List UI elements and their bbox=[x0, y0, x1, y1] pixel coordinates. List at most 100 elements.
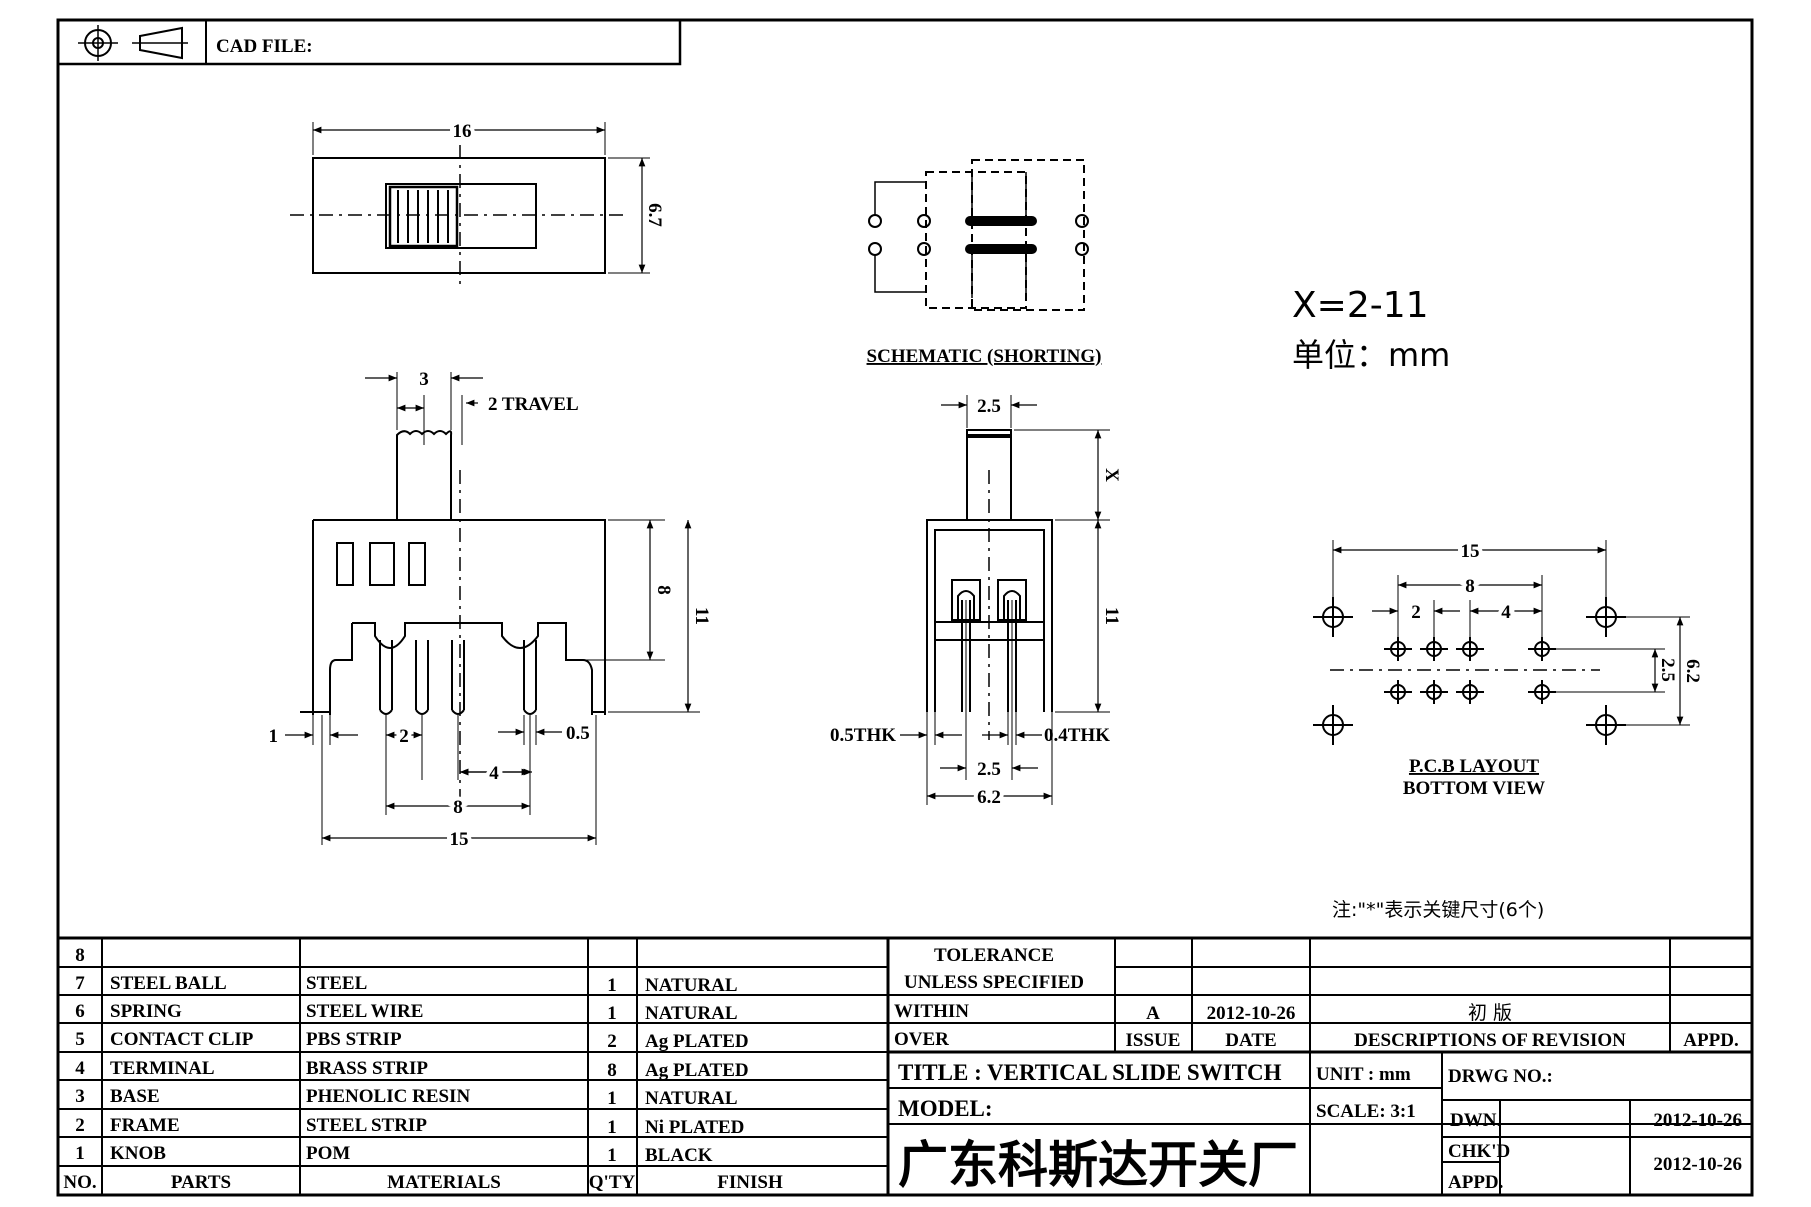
revision-desc: 初 版 bbox=[1468, 1002, 1512, 1024]
bom-row: 3 BASE PHENOLIC RESIN 1 NATURAL bbox=[75, 1086, 737, 1109]
bom-part: TERMINAL bbox=[110, 1058, 215, 1079]
revision-date-label: DATE bbox=[1225, 1030, 1276, 1051]
bom-qty: 1 bbox=[607, 1088, 617, 1109]
dwn-label: DWN. bbox=[1450, 1110, 1501, 1131]
bom-qty: 8 bbox=[607, 1060, 617, 1081]
bom-qty: 1 bbox=[607, 1003, 617, 1024]
bom-header-row: NO. PARTS MATERIALS Q'TY FINISH bbox=[63, 1172, 783, 1193]
bom-material: STEEL WIRE bbox=[306, 1001, 423, 1022]
schematic-diagram bbox=[868, 159, 1089, 311]
bom-row: 5 CONTACT CLIP PBS STRIP 2 Ag PLATED bbox=[75, 1029, 748, 1052]
appd-label: APPD. bbox=[1448, 1172, 1503, 1193]
company-name: 广东科斯达开关厂 bbox=[898, 1136, 1298, 1194]
bom-header-finish: FINISH bbox=[717, 1172, 783, 1193]
pcb-caption-1: P.C.B LAYOUT bbox=[1409, 756, 1539, 777]
revision-desc-label: DESCRIPTIONS OF REVISION bbox=[1354, 1030, 1626, 1051]
variant-formula: X=2-11 bbox=[1292, 285, 1429, 326]
right-thk-dim: 0.4THK bbox=[1044, 725, 1110, 746]
third-angle-projection-icon bbox=[78, 25, 188, 61]
chkd-date: 2012-10-26 bbox=[1653, 1154, 1742, 1175]
bom-material: BRASS STRIP bbox=[306, 1058, 428, 1079]
drwg-no-label: DRWG NO.: bbox=[1448, 1066, 1553, 1087]
bom-finish: Ni PLATED bbox=[645, 1117, 744, 1138]
bom-qty: 1 bbox=[607, 975, 617, 996]
pitch-4-dim: 4 bbox=[489, 763, 499, 784]
revision-date: 2012-10-26 bbox=[1207, 1003, 1296, 1024]
bom-finish: BLACK bbox=[645, 1145, 713, 1166]
side-height-dim: 11 bbox=[1101, 607, 1122, 625]
bom-part: FRAME bbox=[110, 1115, 180, 1136]
bom-header-material: MATERIALS bbox=[387, 1172, 501, 1193]
bom-qty: 1 bbox=[607, 1117, 617, 1138]
bom-no: 6 bbox=[75, 1001, 85, 1022]
bom-part: STEEL BALL bbox=[110, 973, 227, 994]
side-view bbox=[900, 395, 1110, 805]
tolerance-line-1: TOLERANCE bbox=[934, 945, 1054, 966]
variant-unit: 单位：mm bbox=[1292, 336, 1450, 374]
top-height-dim: 6.7 bbox=[644, 203, 665, 227]
bom-row: 4 TERMINAL BRASS STRIP 8 Ag PLATED bbox=[75, 1058, 748, 1081]
tolerance-over: OVER bbox=[894, 1029, 949, 1050]
bom-finish: NATURAL bbox=[645, 1088, 738, 1109]
pcb-row-pitch-dim: 2.5 bbox=[1657, 658, 1678, 682]
front-view bbox=[285, 372, 700, 845]
bom-qty: 1 bbox=[607, 1145, 617, 1166]
bom-table: 8 7 STEEL BALL STEEL 1 NATURAL 6 SPRING … bbox=[63, 945, 783, 1193]
scale-label: SCALE: 3:1 bbox=[1316, 1101, 1416, 1122]
bom-row: 2 FRAME STEEL STRIP 1 Ni PLATED bbox=[75, 1115, 744, 1138]
bom-material: PHENOLIC RESIN bbox=[306, 1086, 470, 1107]
pin-width-dim: 1 bbox=[269, 726, 279, 747]
pcb-pitch-4-dim: 4 bbox=[1501, 602, 1511, 623]
bom-qty: 2 bbox=[607, 1031, 617, 1052]
bom-material: STEEL STRIP bbox=[306, 1115, 427, 1136]
span-15-dim: 15 bbox=[450, 829, 469, 850]
bom-header-part: PARTS bbox=[171, 1172, 231, 1193]
span-8-dim: 8 bbox=[453, 797, 463, 818]
tolerance-within: WITHIN bbox=[894, 1001, 969, 1022]
title-block-grid bbox=[58, 936, 1752, 1195]
pin-thk-dim: 0.5 bbox=[566, 723, 590, 744]
revision-appd-label: APPD. bbox=[1683, 1030, 1738, 1051]
body-height-dim: 8 bbox=[653, 585, 674, 595]
drawing-title: TITLE : VERTICAL SLIDE SWITCH bbox=[898, 1060, 1282, 1085]
revision-issue: A bbox=[1146, 1003, 1160, 1024]
pcb-pitch-2-dim: 2 bbox=[1411, 602, 1421, 623]
bom-finish: Ag PLATED bbox=[645, 1031, 749, 1052]
bom-part: BASE bbox=[110, 1086, 160, 1107]
bom-no: 7 bbox=[75, 973, 85, 994]
bom-material: STEEL bbox=[306, 973, 367, 994]
bom-header-no: NO. bbox=[63, 1172, 96, 1193]
unit-label: UNIT : mm bbox=[1316, 1064, 1411, 1085]
side-top-width-dim: 2.5 bbox=[977, 396, 1001, 417]
bom-row: 7 STEEL BALL STEEL 1 NATURAL bbox=[75, 973, 737, 996]
pcb-span-8-dim: 8 bbox=[1465, 576, 1475, 597]
pcb-span-15-dim: 15 bbox=[1461, 541, 1480, 562]
bom-no: 8 bbox=[75, 945, 85, 966]
bom-no: 3 bbox=[75, 1086, 85, 1107]
top-view bbox=[290, 122, 650, 285]
bom-no: 1 bbox=[75, 1143, 85, 1164]
knob-height-dim: X bbox=[1101, 468, 1122, 482]
bom-no: 2 bbox=[75, 1115, 85, 1136]
bom-no: 5 bbox=[75, 1029, 85, 1050]
knob-width-dim: 3 bbox=[419, 369, 429, 390]
footnote: 注:"*"表示关键尺寸(6个) bbox=[1332, 899, 1544, 921]
header-box: CAD FILE: bbox=[56, 18, 682, 66]
bom-material: PBS STRIP bbox=[306, 1029, 402, 1050]
revision-issue-label: ISSUE bbox=[1126, 1030, 1181, 1051]
bom-row: 1 KNOB POM 1 BLACK bbox=[75, 1143, 713, 1166]
pin-pitch-dim: 2 bbox=[399, 726, 409, 747]
bom-row: 6 SPRING STEEL WIRE 1 NATURAL bbox=[75, 1001, 737, 1024]
bom-header-qty: Q'TY bbox=[589, 1172, 636, 1193]
pcb-caption-2: BOTTOM VIEW bbox=[1403, 778, 1545, 799]
bom-finish: NATURAL bbox=[645, 975, 738, 996]
side-pitch-dim: 2.5 bbox=[977, 759, 1001, 780]
pcb-row-span-dim: 6.2 bbox=[1682, 659, 1703, 683]
tolerance-line-2: UNLESS SPECIFIED bbox=[904, 972, 1084, 993]
dwn-date: 2012-10-26 bbox=[1653, 1110, 1742, 1131]
bom-finish: NATURAL bbox=[645, 1003, 738, 1024]
chkd-label: CHK'D bbox=[1448, 1141, 1510, 1162]
bom-no: 4 bbox=[75, 1058, 85, 1079]
top-width-dim: 16 bbox=[453, 121, 472, 142]
